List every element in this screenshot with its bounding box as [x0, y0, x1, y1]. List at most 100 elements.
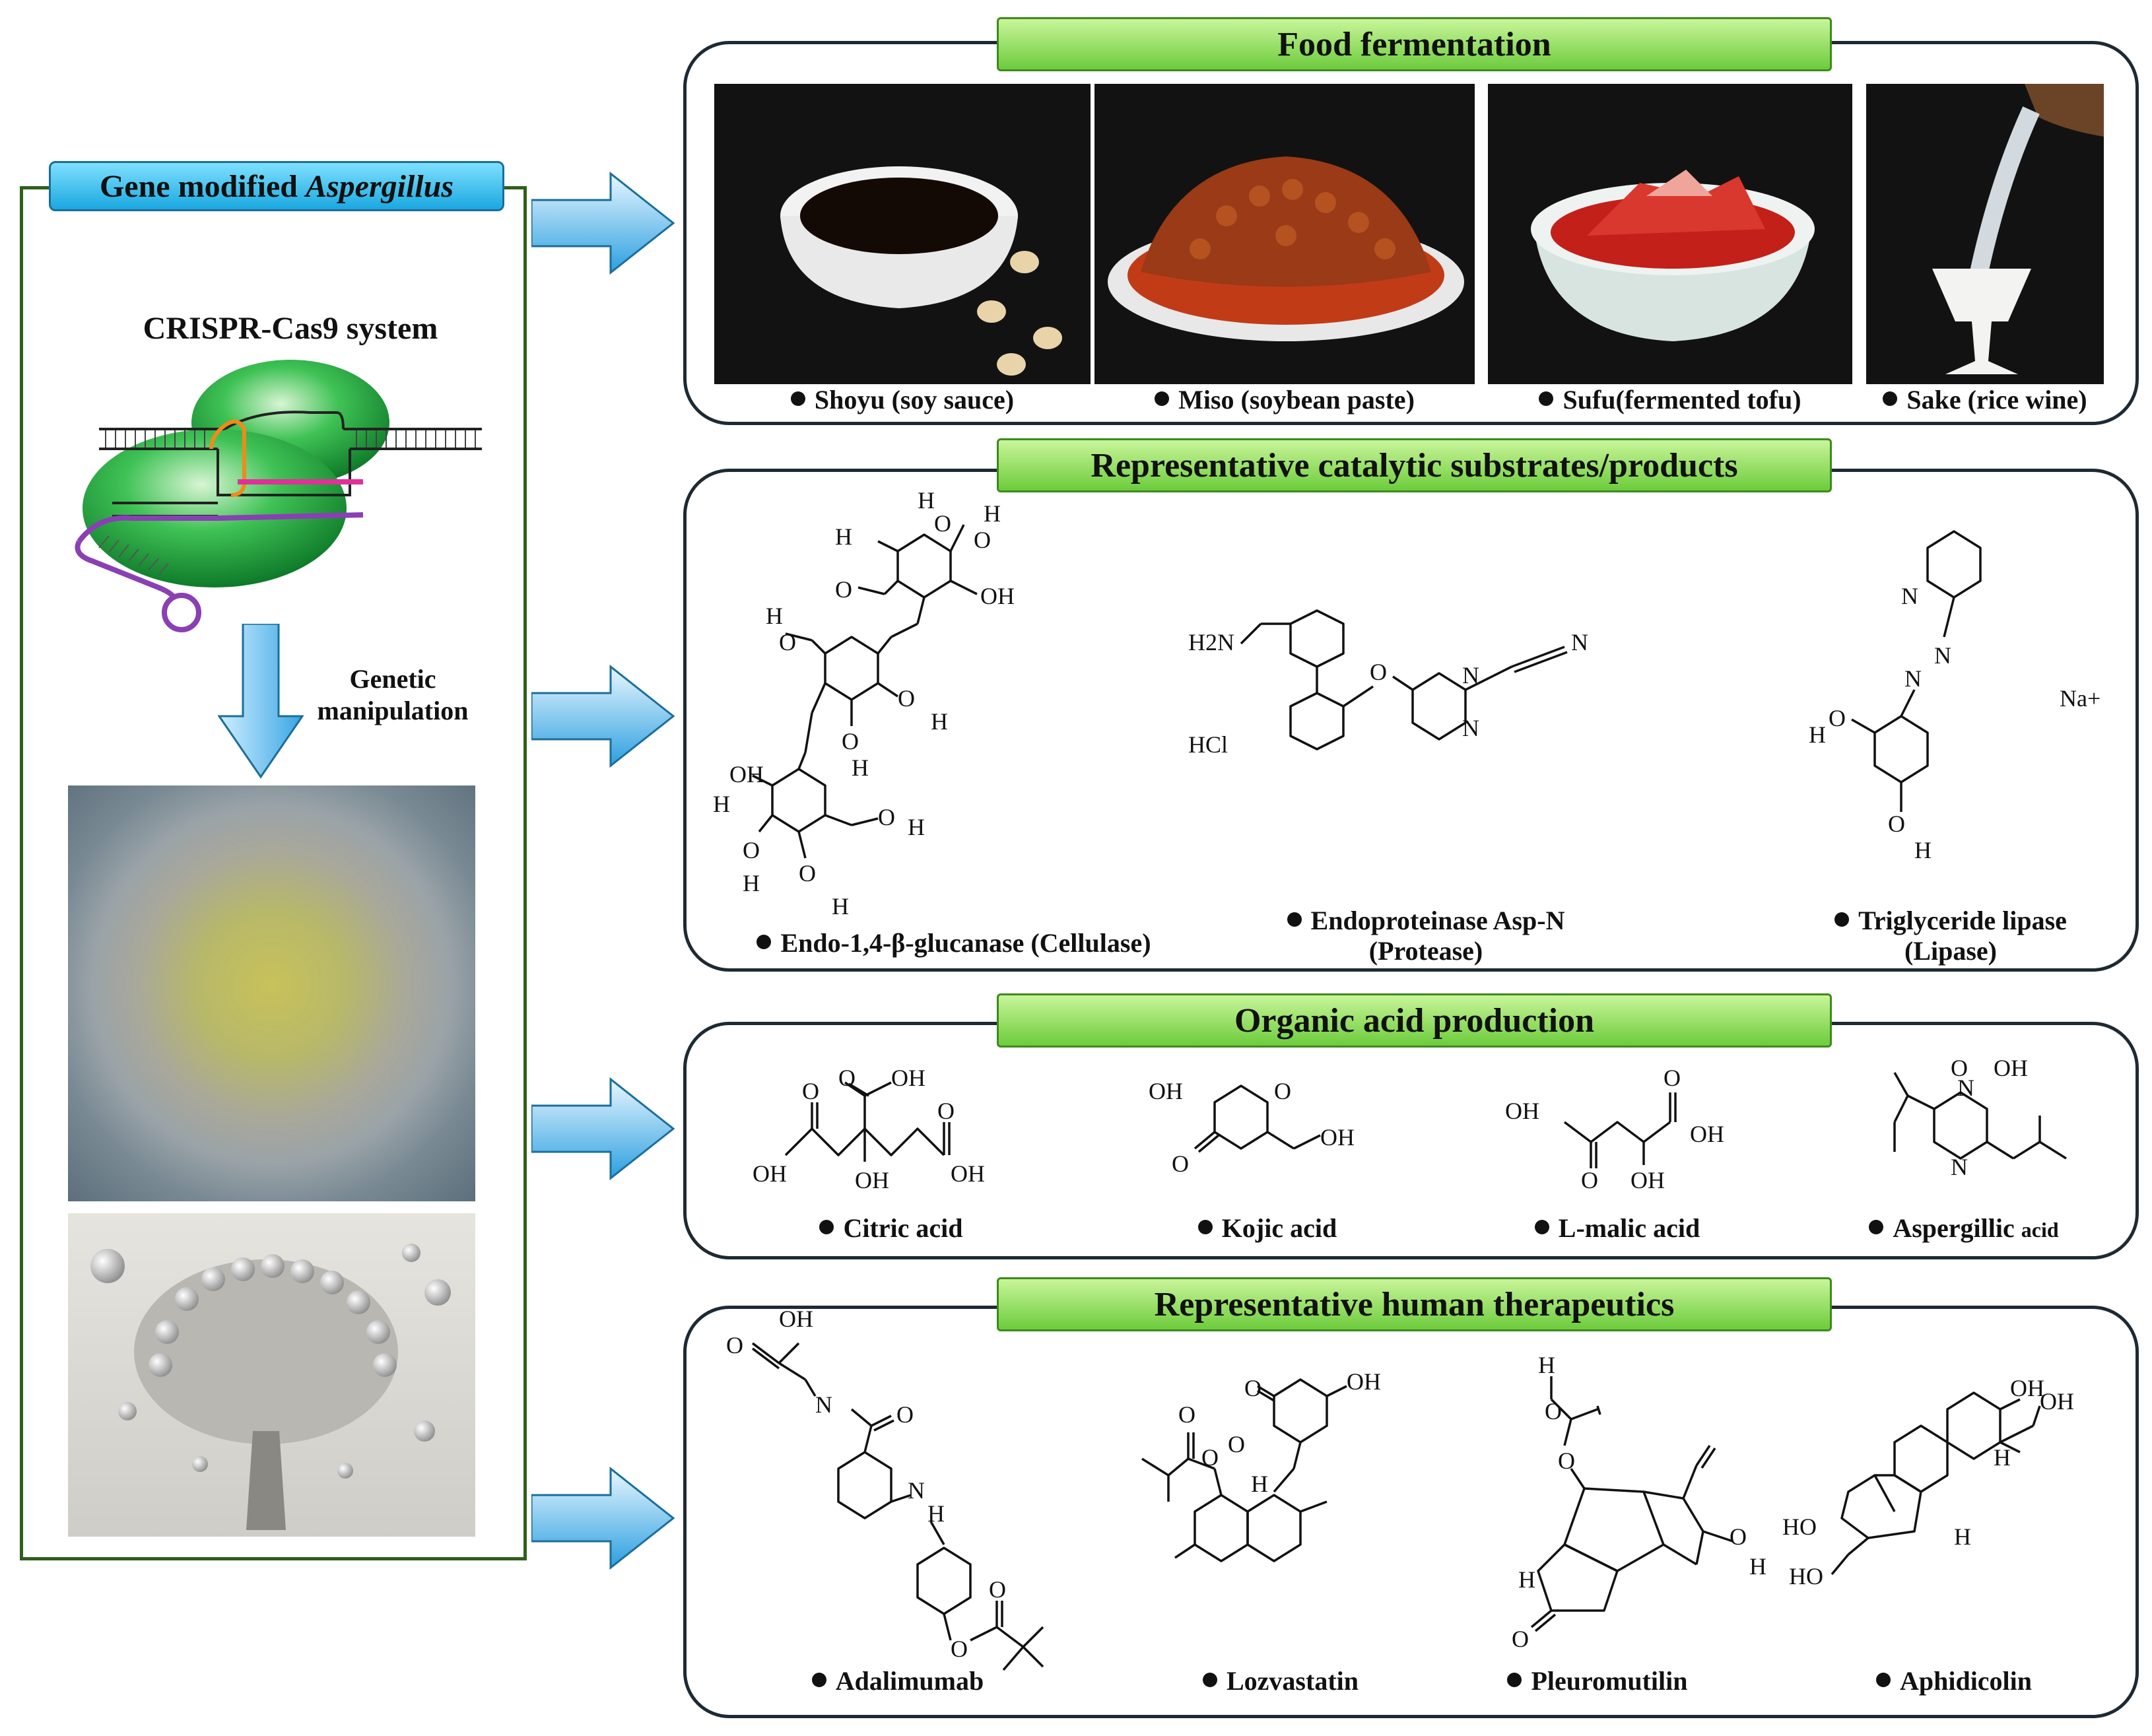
- atom-label: N: [1462, 715, 1479, 741]
- atom-label: N: [1904, 665, 1922, 692]
- adalimumab-structure: OH O N O N H O O: [726, 1306, 1044, 1671]
- malic-acid-structure: OH O OH O OH: [1505, 1065, 1724, 1193]
- atom-label: OH: [855, 1167, 889, 1193]
- bullet-icon: [790, 391, 805, 406]
- atom-label: HO: [1789, 1563, 1823, 1589]
- atom-label: O: [1274, 1078, 1291, 1104]
- atom-label: O: [898, 685, 915, 712]
- atom-label: HO: [1782, 1514, 1817, 1540]
- atom-label: O: [989, 1576, 1006, 1603]
- bullet-icon: [1875, 1673, 1891, 1687]
- atom-label: H: [1538, 1352, 1555, 1378]
- bullet-icon: [1869, 1220, 1884, 1234]
- aspergillic-acid-structure: O N OH N: [1893, 1055, 2067, 1180]
- caption-adalimumab-text: Adalimumab: [835, 1666, 984, 1696]
- atom-label: O: [1664, 1065, 1681, 1091]
- caption-miso: Miso (soybean paste): [1094, 385, 1475, 415]
- atom-label: OH: [753, 1160, 787, 1187]
- atom-label: O: [802, 1078, 819, 1104]
- atom-label: O: [1581, 1167, 1598, 1193]
- atom-label: Na+: [2060, 685, 2101, 712]
- bullet-icon: [1197, 1220, 1213, 1234]
- left-panel-title: Gene modified Aspergillus: [49, 161, 504, 211]
- atom-label: O: [1545, 1398, 1562, 1424]
- bullet-icon: [1883, 391, 1898, 406]
- caption-protease-line1: Endoproteinase Asp-N: [1310, 906, 1565, 935]
- atom-label: O: [1228, 1431, 1245, 1457]
- organic-acid-panel: [683, 1022, 2139, 1259]
- atom-label: O: [1558, 1448, 1575, 1474]
- sufu-photo: [1488, 84, 1852, 384]
- atom-label: O: [1888, 811, 1905, 837]
- arrow-to-organic: [531, 1077, 675, 1181]
- atom-label: O: [1829, 705, 1846, 731]
- caption-sufu: Sufu(fermented tofu): [1488, 385, 1852, 415]
- bullet-icon: [819, 1220, 834, 1234]
- caption-lozvastatin: Lozvastatin: [1168, 1666, 1393, 1696]
- atom-label: H: [1809, 721, 1826, 748]
- caption-sake: Sake (rice wine): [1866, 385, 2104, 415]
- atom-label: OH: [1690, 1121, 1724, 1147]
- atom-label: OH: [1149, 1078, 1183, 1104]
- atom-label: H: [1518, 1566, 1535, 1593]
- citric-acid-structure: OH O O OH OH O OH: [753, 1065, 985, 1193]
- caption-pleuromutilin: Pleuromutilin: [1479, 1666, 1716, 1696]
- sake-photo: [1866, 84, 2104, 384]
- atom-label: H: [835, 523, 852, 550]
- therapeutics-banner: Representative human therapeutics: [997, 1277, 1832, 1331]
- atom-label: O: [1730, 1523, 1747, 1550]
- caption-pleuromutilin-text: Pleuromutilin: [1531, 1666, 1688, 1696]
- lozvastatin-structure: O OH O O O H: [1141, 1368, 1381, 1562]
- bullet-icon: [1534, 1220, 1549, 1234]
- atom-label: OH: [2040, 1388, 2074, 1415]
- manip-line1: Genetic: [349, 664, 436, 694]
- caption-malic-acid: L-malic acid: [1485, 1213, 1749, 1244]
- atom-label: H: [766, 603, 783, 629]
- atom-label: O: [1512, 1626, 1529, 1652]
- atom-label: OH: [1505, 1098, 1539, 1124]
- atom-label: H: [1251, 1471, 1268, 1497]
- caption-protease-line2: (Protease): [1368, 936, 1483, 966]
- caption-sake-text: Sake (rice wine): [1906, 385, 2087, 415]
- caption-aspergillic-small: acid: [2021, 1218, 2059, 1242]
- caption-lipase-line1: Triglyceride lipase: [1858, 906, 2067, 935]
- atom-label: O: [937, 1098, 955, 1124]
- genetic-manipulation-arrow: [218, 624, 304, 779]
- atom-label: H: [713, 791, 730, 817]
- bullet-icon: [1155, 391, 1170, 406]
- bullet-icon: [1539, 391, 1554, 406]
- caption-cellulase-text: Endo-1,4-β-glucanase (Cellulase): [780, 928, 1151, 958]
- atom-label: OH: [891, 1065, 925, 1091]
- caption-miso-text: Miso (soybean paste): [1178, 385, 1415, 415]
- left-title-prefix: Gene modified: [99, 168, 298, 204]
- atom-label: O: [1370, 659, 1387, 685]
- atom-label: OH: [2010, 1380, 2044, 1401]
- caption-malic-text: L-malic acid: [1558, 1213, 1700, 1243]
- caption-shoyu: Shoyu (soy sauce): [714, 385, 1091, 415]
- atom-label: O: [838, 1065, 856, 1091]
- atom-label: N: [1951, 1154, 1968, 1180]
- arrow-to-therapeutics: [531, 1466, 675, 1570]
- caption-cellulase: Endo-1,4-β-glucanase (Cellulase): [723, 928, 1185, 958]
- atom-label: OH: [1994, 1055, 2028, 1081]
- arrow-to-food: [531, 171, 675, 275]
- atom-label: O: [842, 728, 859, 754]
- atom-label: H: [984, 500, 1001, 527]
- atom-label: N: [815, 1391, 832, 1418]
- atom-label: O: [1951, 1055, 1968, 1081]
- bullet-icon: [757, 935, 772, 949]
- atom-label: H: [1954, 1523, 1971, 1550]
- caption-lipase-line2: (Lipase): [1904, 936, 1997, 966]
- atom-label: O: [974, 527, 991, 553]
- conidiophore-illustration: [68, 1213, 475, 1537]
- atom-label: N: [1934, 642, 1951, 669]
- atom-label: H: [832, 893, 849, 919]
- cellulose-structure: H O H O OH H O H O O H O H OH H O H O H …: [713, 487, 1015, 919]
- atom-label: H: [1749, 1553, 1766, 1580]
- left-title-italic: Aspergillus: [305, 168, 454, 204]
- caption-kojic-acid: Kojic acid: [1135, 1213, 1399, 1244]
- atom-label: O: [1172, 1151, 1189, 1177]
- arrow-to-catalytic: [531, 664, 675, 768]
- crispr-cas9-illustration: [75, 360, 482, 632]
- caption-kojic-text: Kojic acid: [1221, 1213, 1337, 1243]
